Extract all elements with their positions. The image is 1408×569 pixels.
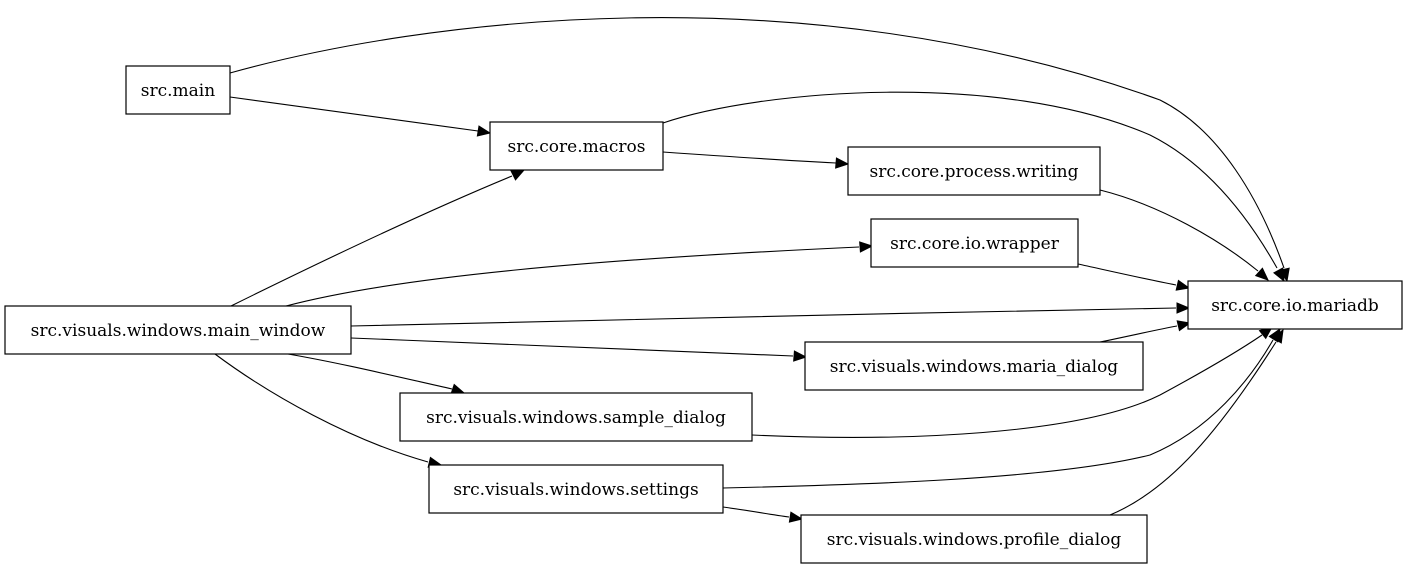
node-box [800,514,1148,564]
edge-line [1099,189,1259,272]
edge-line [287,353,453,390]
node-box [870,218,1079,268]
node-wrapper: src.core.io.wrapper [870,218,1079,268]
edge-main-to-macros [229,96,492,137]
node-label: src.core.macros [508,137,646,157]
node-profile-dialog: src.visuals.windows.profile_dialog [800,514,1148,564]
edge-line [214,353,429,463]
edge-maria_dialog-to-mariadb [1099,320,1192,343]
node-maria-dialog: src.visuals.windows.maria_dialog [804,341,1144,391]
edge-main_window-to-mariadb [350,302,1191,327]
edge-settings-to-profile_dialog [722,506,804,523]
edge-line [751,334,1263,438]
edges-layer [214,17,1290,523]
edge-main_window-to-macros [230,169,526,307]
edge-writing-to-mariadb [1099,189,1269,281]
edge-line [285,246,860,307]
node-box [847,146,1101,196]
node-box [125,65,231,115]
arrow-head [476,125,492,137]
node-label: src.visuals.windows.maria_dialog [830,357,1119,377]
edge-line [722,506,790,518]
edge-line [350,337,794,357]
node-box [4,305,352,355]
arrow-head [1175,279,1191,291]
arrow-head [859,241,874,253]
edge-profile_dialog-to-mariadb [1109,328,1284,516]
arrow-head [788,511,804,523]
node-settings: src.visuals.windows.settings [428,464,724,514]
arrow-head [510,169,526,181]
edge-line [1099,325,1178,343]
node-label: src.core.io.mariadb [1211,296,1379,316]
edge-line [229,96,479,132]
edge-main_window-to-wrapper [285,241,874,307]
node-label: src.core.io.wrapper [890,234,1060,254]
node-sample-dialog: src.visuals.windows.sample_dialog [399,392,753,442]
edge-main_window-to-maria_dialog [350,337,808,362]
nodes-layer: src.main src.core.macros src.core.process.… [4,65,1403,564]
edge-line [1109,341,1277,516]
node-label: src.visuals.windows.main_window [31,321,326,341]
edge-line [662,91,1278,269]
edge-line [722,339,1274,489]
arrow-head [1254,267,1269,281]
edge-macros-to-writing [662,151,850,169]
edge-line [229,17,1285,269]
node-box [399,392,753,442]
node-label: src.main [141,81,215,101]
arrow-head [1176,320,1192,332]
node-box [804,341,1144,391]
node-main-window: src.visuals.windows.main_window [4,305,352,355]
arrow-head [1176,302,1191,314]
node-box [428,464,724,514]
arrow-head [793,350,808,362]
edge-line [230,175,513,307]
node-writing: src.core.process.writing [847,146,1101,196]
edge-line [662,151,837,164]
node-label: src.visuals.windows.profile_dialog [827,530,1122,550]
node-box [489,121,664,171]
edge-line [1077,263,1177,286]
node-label: src.core.process.writing [869,162,1078,182]
edge-main-to-mariadb [229,17,1290,283]
edge-line [350,307,1177,327]
node-label: src.visuals.windows.sample_dialog [426,408,726,428]
edge-main_window-to-sample_dialog [287,353,466,395]
arrow-head [835,157,850,169]
edge-wrapper-to-mariadb [1077,263,1191,291]
arrow-head [1273,267,1285,283]
node-label: src.visuals.windows.settings [453,480,698,500]
edge-macros-to-mariadb [662,91,1285,283]
node-mariadb: src.core.io.mariadb [1187,280,1403,330]
arrow-head [1271,328,1284,344]
node-main: src.main [125,65,231,115]
node-macros: src.core.macros [489,121,664,171]
node-box [1187,280,1403,330]
